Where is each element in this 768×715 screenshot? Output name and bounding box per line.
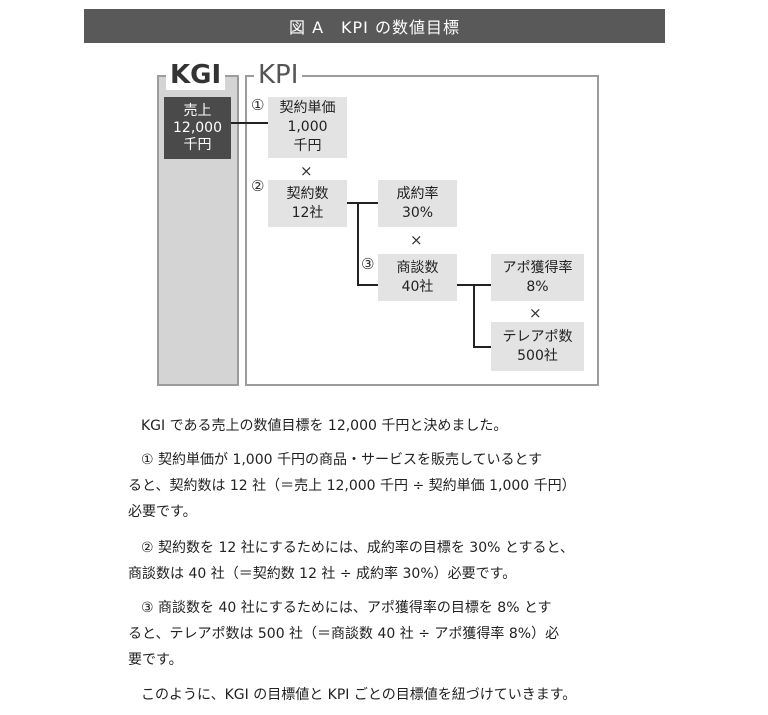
figure-title: 図 A KPI の数値目標 [84, 9, 665, 43]
kpi-appt-rate-box: アポ獲得率 8% [491, 254, 584, 301]
tele-calls-value: 500社 [517, 347, 558, 364]
connector-meetings-tele-calls [473, 285, 491, 348]
paragraph-conclusion: このように、KGI の目標値と KPI ごとの目標値を紐づけていきます。 [128, 682, 628, 708]
paragraph-intro: KGI である売上の数値目標を 12,000 千円と決めました。 [141, 413, 641, 439]
paragraph-step-2: ② 契約数を 12 社にするためには、成約率の目標を 30% とすると、 商談数… [128, 535, 628, 587]
marker-1: ① [251, 96, 265, 114]
paragraph-step-3-line: 要です。 [128, 652, 183, 668]
kgi-label: KGI [166, 60, 226, 90]
connector-contracts-meetings [357, 203, 378, 286]
times-sign-2: × [410, 231, 423, 249]
close-rate-value: 30% [401, 204, 434, 221]
meetings-value: 40社 [401, 278, 434, 295]
kgi-sales-box: 売上 12,000 千円 [164, 97, 231, 159]
close-rate-label: 成約率 [396, 185, 439, 202]
kpi-meetings-box: 商談数 40社 [378, 254, 457, 301]
kgi-sales-value: 12,000 [173, 119, 222, 136]
contracts-value: 12社 [291, 204, 324, 221]
appt-rate-value: 8% [526, 278, 549, 295]
marker-2: ② [251, 177, 265, 195]
kpi-close-rate-box: 成約率 30% [378, 180, 457, 227]
kpi-tele-calls-box: テレアポ数 500社 [491, 322, 584, 371]
kpi-unit-price-box: 契約単価 1,000 千円 [268, 97, 347, 158]
paragraph-step-3: ③ 商談数を 40 社にするためには、アポ獲得率の目標を 8% とす ると、テレ… [128, 595, 628, 673]
paragraph-step-1: ① 契約単価が 1,000 千円の商品・サービスを販売しているとす ると、契約数… [128, 447, 628, 525]
paragraph-step-1-line: ① 契約単価が 1,000 千円の商品・サービスを販売しているとす [141, 452, 543, 468]
unit-price-unit: 千円 [293, 138, 322, 154]
kgi-sales-label: 売上 [183, 102, 212, 119]
paragraph-step-2-line: 商談数は 40 社（＝契約数 12 社 ÷ 成約率 30%）必要です。 [128, 566, 517, 582]
paragraph-conclusion-line: このように、KGI の目標値と KPI ごとの目標値を紐づけていきます。 [141, 687, 577, 703]
unit-price-value: 1,000 [287, 119, 328, 135]
paragraph-step-2-line: ② 契約数を 12 社にするためには、成約率の目標を 30% とすると、 [141, 540, 574, 556]
times-sign-1: × [300, 162, 313, 180]
appt-rate-label: アポ獲得率 [502, 259, 573, 276]
unit-price-label: 契約単価 [279, 100, 336, 116]
kpi-contracts-box: 契約数 12社 [268, 180, 347, 227]
meetings-label: 商談数 [396, 259, 439, 276]
kgi-sales-unit: 千円 [183, 136, 212, 153]
paragraph-step-3-line: ③ 商談数を 40 社にするためには、アポ獲得率の目標を 8% とす [141, 600, 552, 616]
paragraph-intro-line: KGI である売上の数値目標を 12,000 千円と決めました。 [141, 418, 508, 434]
paragraph-step-1-line: 必要です。 [128, 504, 197, 520]
contracts-label: 契約数 [286, 185, 329, 202]
marker-3: ③ [361, 255, 375, 273]
tele-calls-label: テレアポ数 [502, 328, 573, 345]
paragraph-step-3-line: ると、テレアポ数は 500 社（＝商談数 40 社 ÷ アポ獲得率 8%）必 [128, 626, 560, 642]
times-sign-3: × [529, 304, 542, 322]
paragraph-step-1-line: ると、契約数は 12 社（＝売上 12,000 千円 ÷ 契約単価 1,000 … [128, 478, 576, 494]
kpi-label: KPI [254, 60, 303, 90]
